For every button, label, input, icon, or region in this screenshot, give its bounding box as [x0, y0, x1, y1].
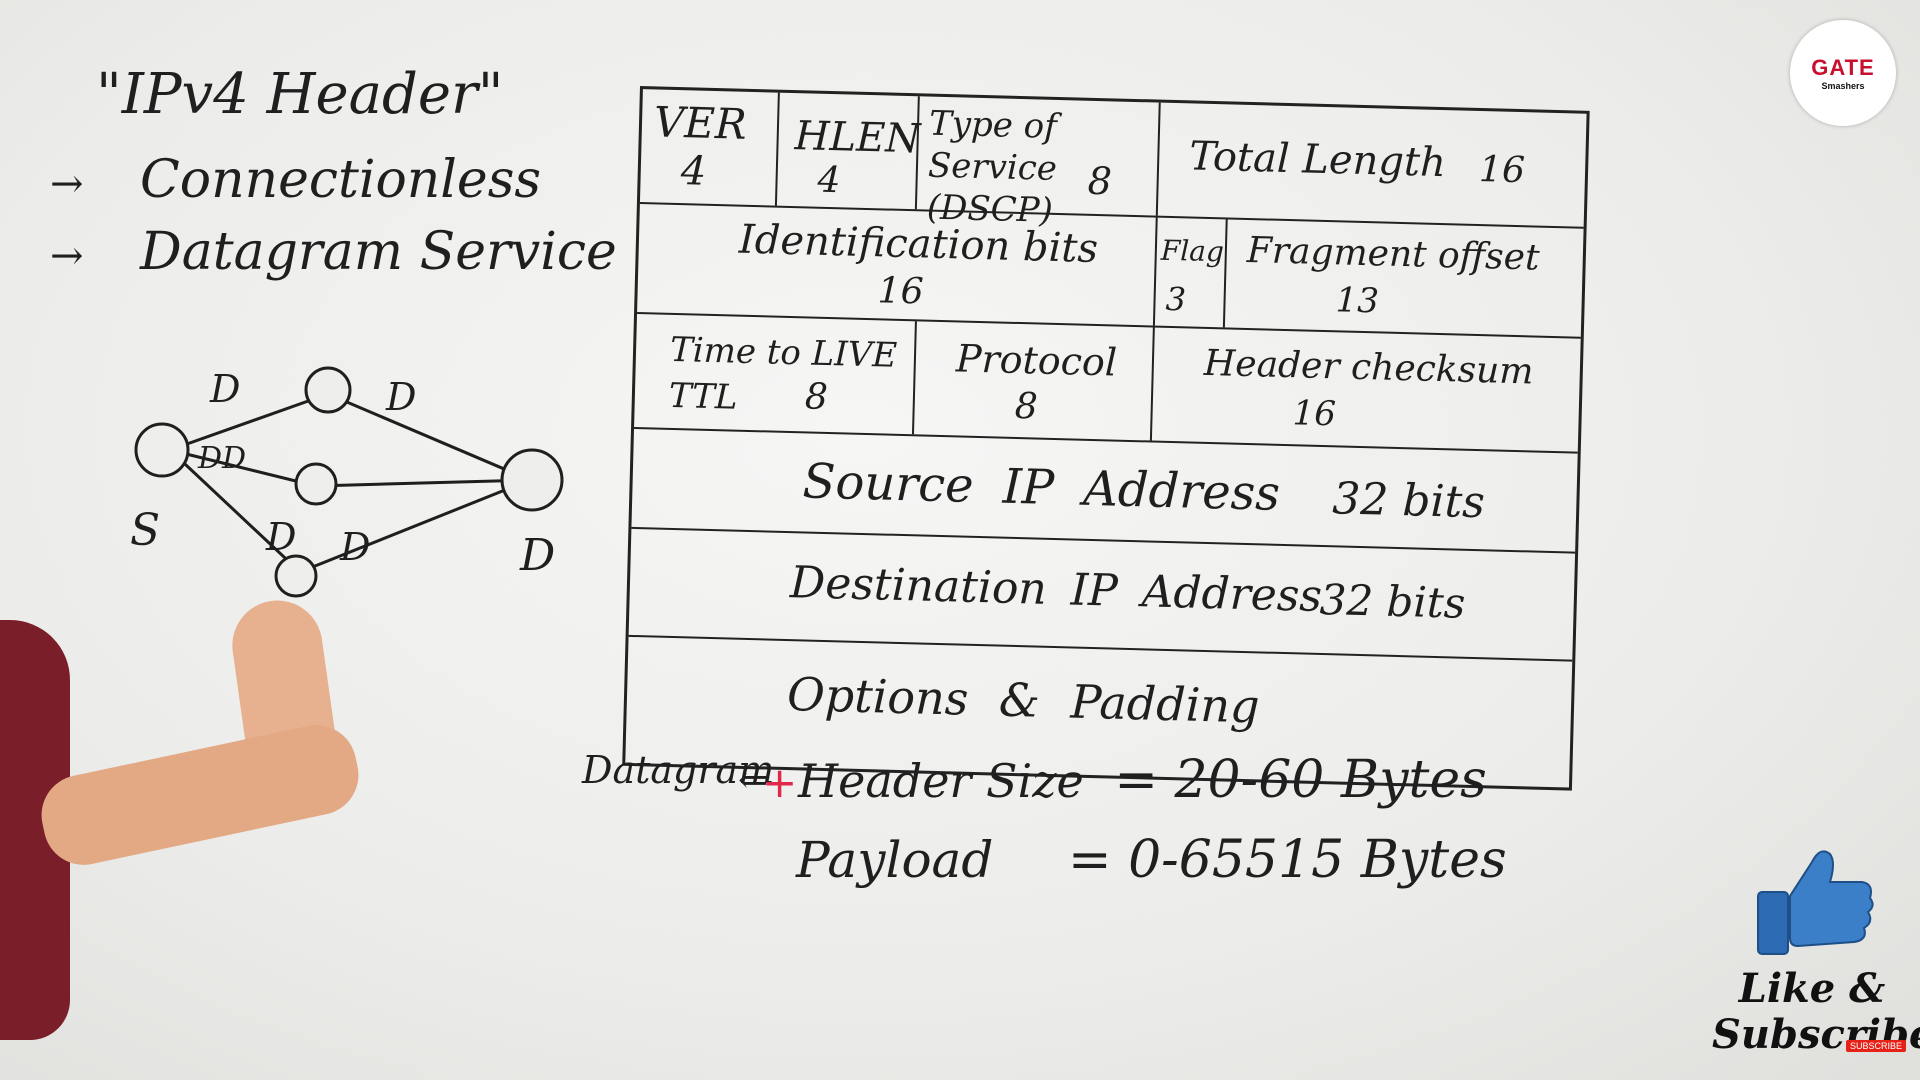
field-header-checksum: Header checksum 16 — [1152, 328, 1581, 452]
note-item-connectionless: → Connectionless — [50, 150, 541, 210]
packet-label: D — [339, 525, 370, 569]
router-node-middle — [294, 462, 338, 506]
subscribe-button[interactable]: SUBSCRIBE — [1846, 1040, 1907, 1052]
field-label: VER — [653, 97, 748, 149]
field-size: 16 — [1478, 149, 1526, 192]
field-size: 16 — [1292, 393, 1337, 435]
field-size: 16 — [877, 270, 925, 313]
arrow-icon: → — [50, 233, 84, 279]
field-size: 13 — [1335, 280, 1380, 322]
field-size: 8 — [1014, 385, 1039, 428]
datagram-label: Datagram — [582, 748, 775, 792]
field-identification: Identification bits 16 — [637, 204, 1158, 326]
payload-label: Payload — [796, 831, 994, 889]
field-ttl: Time to LIVE TTL 8 — [634, 314, 917, 435]
header-size-formula: Header Size = 20-60 Bytes — [798, 750, 1487, 810]
field-label: Flag — [1160, 233, 1225, 269]
field-label: Options & Padding — [786, 667, 1261, 734]
field-version: VER 4 — [639, 89, 780, 206]
plus-icon: + — [762, 758, 798, 807]
note-text: Datagram Service — [140, 222, 617, 282]
router-node-top — [304, 366, 352, 414]
field-size: 4 — [680, 148, 707, 195]
field-label: Fragment offset — [1246, 229, 1541, 279]
packet-label: D — [209, 367, 240, 411]
field-label: Source IP Address — [801, 453, 1281, 522]
channel-logo[interactable]: GATE Smashers — [1790, 20, 1896, 126]
field-size: 8 — [804, 376, 829, 419]
field-flag: Flag 3 — [1154, 217, 1228, 328]
field-label: Total Length — [1188, 133, 1447, 187]
field-label: Protocol — [955, 336, 1118, 385]
field-size: 32 bits — [1319, 574, 1466, 628]
field-type-of-service: Type of Service (DSCP) 8 — [916, 96, 1161, 231]
payload-formula: Payload = 0-65515 Bytes — [796, 830, 1507, 890]
header-size-value: = 20-60 Bytes — [1114, 750, 1487, 810]
logo-brand: GATE — [1811, 55, 1875, 80]
field-hlen: HLEN 4 — [776, 92, 921, 210]
payload-value: = 0-65515 Bytes — [1068, 830, 1507, 890]
double-arrow-icon: ⇐ — [738, 760, 769, 801]
like-subscribe-widget[interactable]: Like & Subscribe — [1712, 842, 1920, 1062]
packet-label: D — [385, 375, 416, 419]
router-node-bottom — [274, 554, 318, 598]
field-protocol: Protocol 8 — [913, 321, 1155, 441]
field-label: Header checksum — [1203, 342, 1534, 393]
field-total-length: Total Length 16 — [1158, 103, 1587, 227]
ipv4-header-table: VER 4 HLEN 4 Type of Service (DSCP) 8 To… — [622, 86, 1590, 791]
field-size: 4 — [817, 159, 842, 202]
field-size: 8 — [1087, 158, 1113, 204]
note-item-datagram-service: → Datagram Service — [50, 222, 617, 282]
destination-label: D — [519, 530, 555, 581]
header-size-label: Header Size — [798, 754, 1084, 808]
field-label: HLEN — [794, 113, 921, 163]
field-label: Time to LIVE TTL — [668, 329, 898, 418]
thumbs-up-icon — [1757, 850, 1874, 955]
field-label: Identification bits — [738, 216, 1099, 273]
field-size: 3 — [1165, 279, 1187, 319]
source-node — [134, 422, 190, 478]
packet-label: D — [265, 515, 296, 559]
field-fragment-offset: Fragment offset 13 — [1225, 219, 1584, 336]
destination-node — [500, 448, 564, 512]
field-label: Destination IP Address — [789, 557, 1323, 623]
logo-sub: Smashers — [1821, 81, 1865, 91]
like-text-line: Like & — [1738, 965, 1886, 1012]
presenter-hand — [34, 594, 420, 873]
notes-title: "IPv4 Header" — [96, 62, 504, 127]
note-text: Connectionless — [140, 150, 542, 210]
like-subscribe-text: Like & Subscribe — [1712, 965, 1920, 1058]
arrow-icon: → — [50, 161, 84, 207]
packet-label: DD — [197, 441, 246, 476]
field-size: 32 bits — [1331, 473, 1486, 529]
source-label: S — [130, 505, 160, 556]
network-diagram: D D DD D D S D — [130, 366, 564, 598]
